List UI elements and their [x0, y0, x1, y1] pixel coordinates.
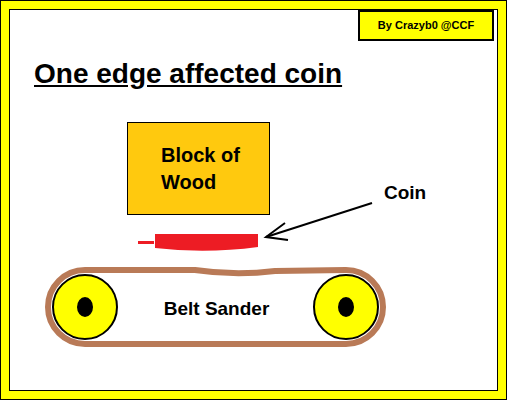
wheel-axle: [77, 297, 93, 317]
arrowhead: [266, 223, 288, 240]
wood-block: Block of Wood: [127, 122, 270, 215]
belt-sander: Belt Sander: [45, 262, 388, 355]
sander-belt: [48, 270, 383, 344]
wheel-axle: [338, 297, 354, 317]
node-text: By Crazyb0 @CCF: [378, 18, 474, 33]
panel: [10, 10, 498, 391]
node-text: Block of Wood: [161, 142, 256, 196]
sander-wheel: [314, 275, 378, 339]
diagram-title: One edge affected coin: [34, 58, 342, 90]
credit-box: By Crazyb0 @CCF: [358, 10, 494, 41]
sander-wheel: [53, 275, 117, 339]
leader-line: [266, 203, 372, 237]
node-text: Belt Sander: [164, 296, 270, 322]
coin-fleck: [138, 241, 154, 244]
callout-label: Coin: [384, 182, 426, 204]
coin: [155, 234, 258, 251]
